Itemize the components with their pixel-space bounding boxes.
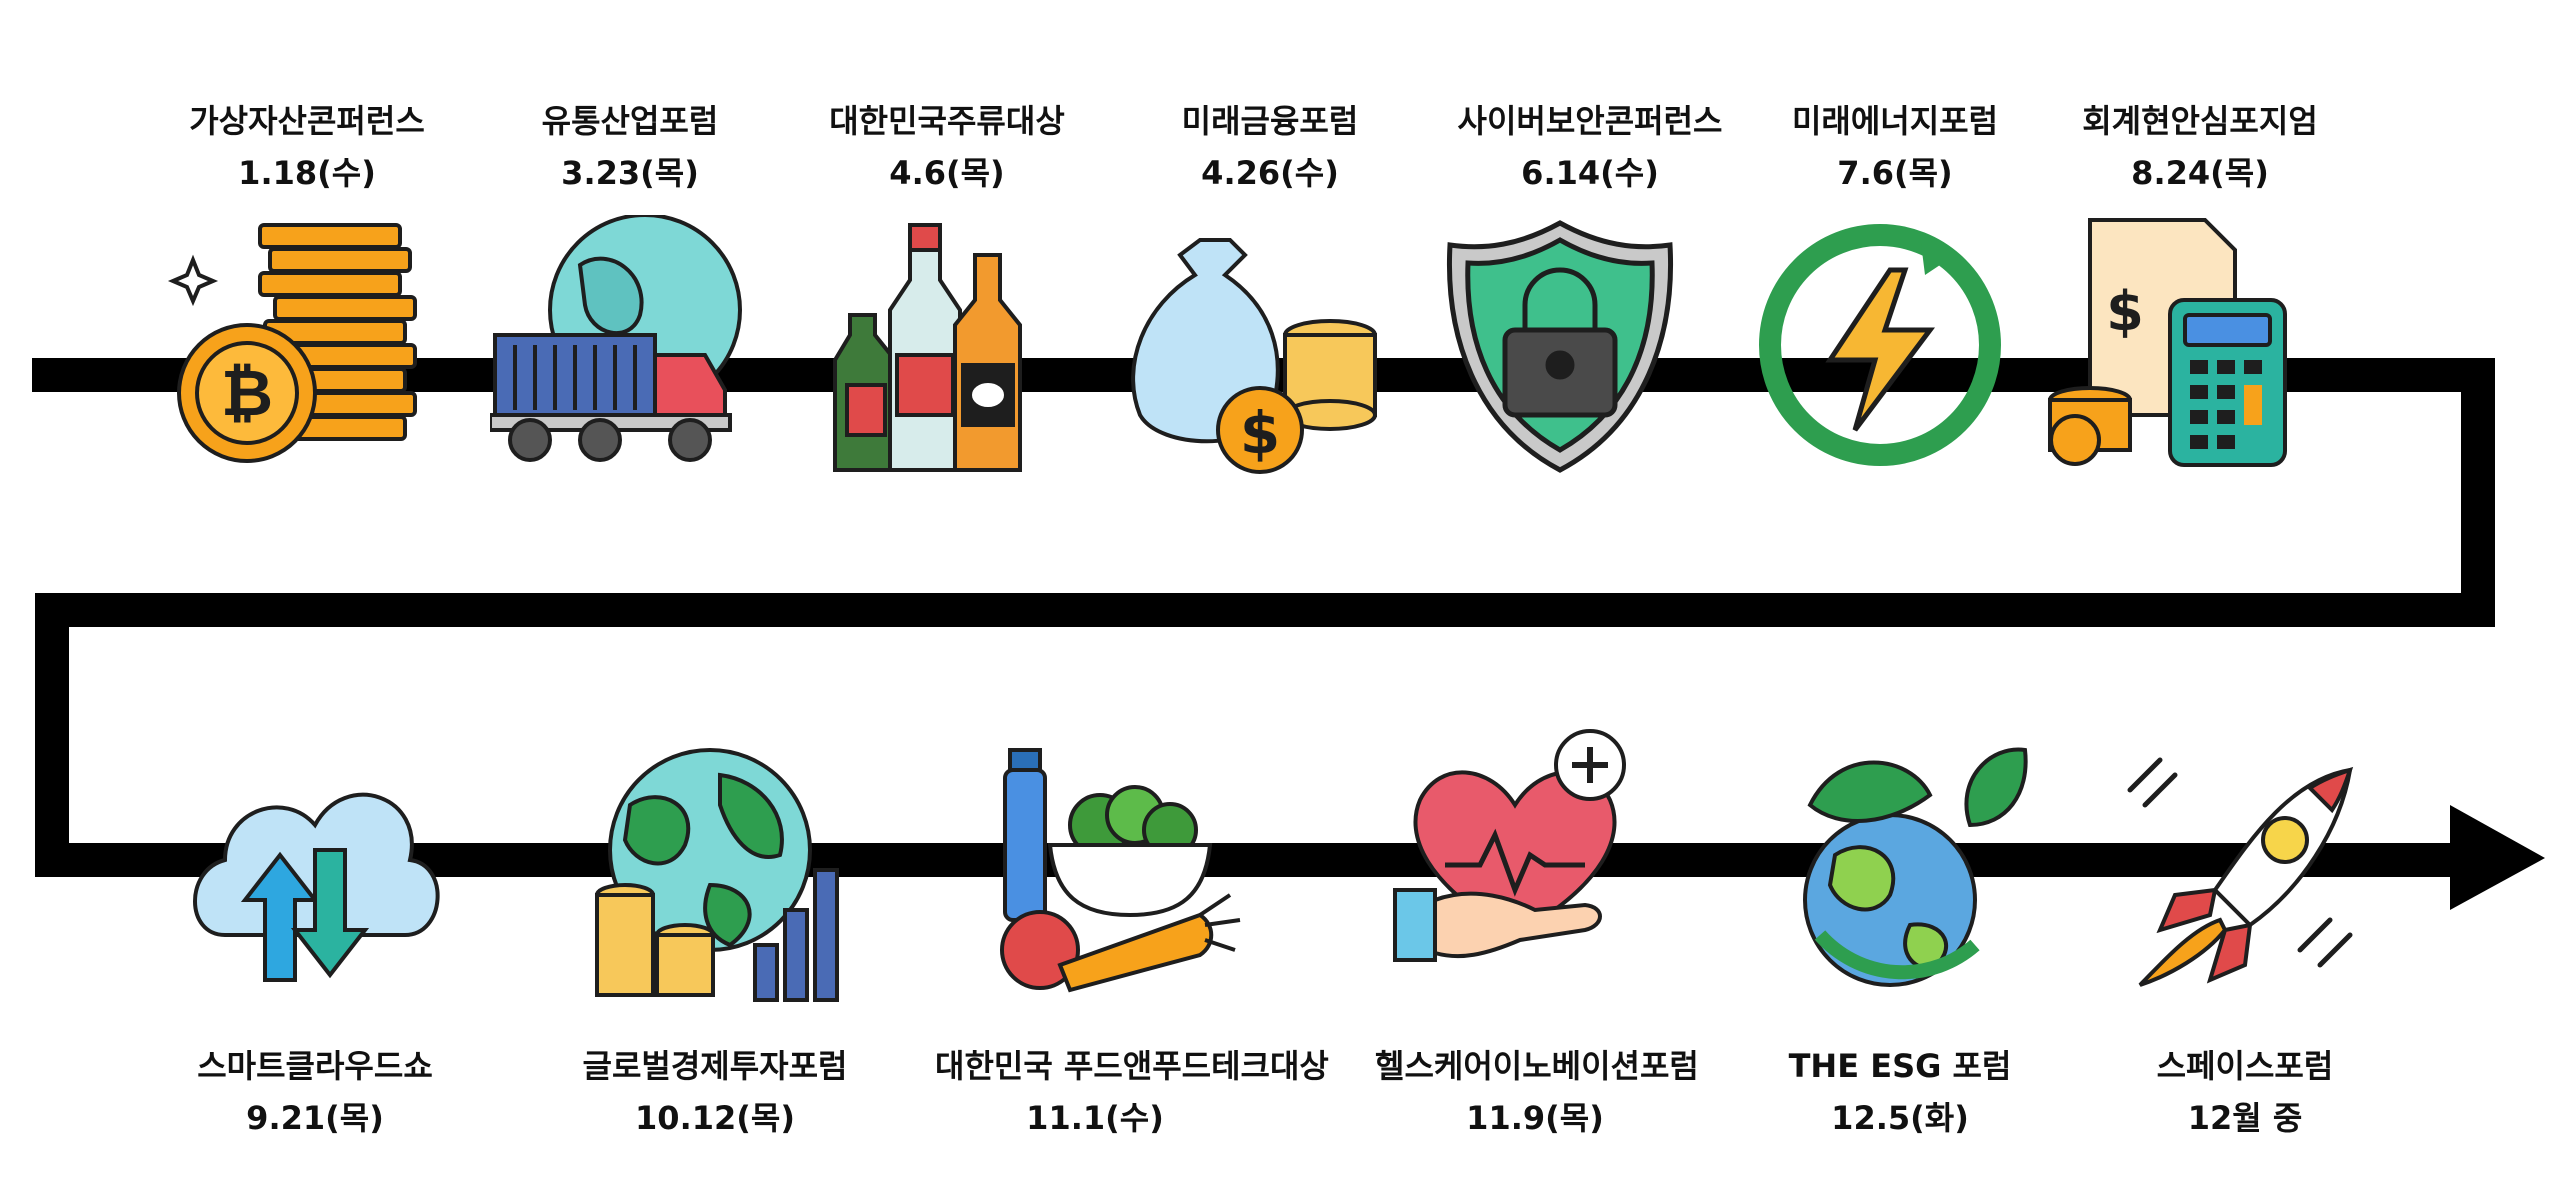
bitcoin-coins-icon: ₿ [165, 215, 425, 475]
calculator-invoice-icon: $ [2035, 215, 2295, 475]
svg-text:$: $ [2106, 280, 2144, 343]
event-item: THE ESG 포럼 12.5(화) [1740, 1040, 2060, 1144]
event-item: 회계현안심포지엄 8.24(목) [2040, 95, 2360, 199]
event-item: 미래에너지포럼 7.6(목) [1735, 95, 2055, 199]
event-title: THE ESG 포럼 [1788, 1047, 2012, 1085]
event-item: 대한민국주류대상 4.6(목) [787, 95, 1107, 199]
rocket-icon [2120, 740, 2380, 1000]
event-title: 대한민국주류대상 [829, 102, 1065, 140]
event-item: 사이버보안콘퍼런스 6.14(수) [1430, 95, 1750, 199]
event-date: 12월 중 [2187, 1099, 2303, 1137]
event-item: 미래금융포럼 4.26(수) [1110, 95, 1430, 199]
money-bag-icon: $ [1120, 215, 1380, 475]
event-title: 가상자산콘퍼런스 [189, 102, 425, 140]
liquor-bottles-icon [825, 215, 1085, 475]
event-date: 6.14(수) [1521, 154, 1659, 192]
event-item: 스페이스포럼 12월 중 [2085, 1040, 2405, 1144]
heart-care-icon [1385, 725, 1645, 985]
energy-bolt-icon [1750, 215, 2010, 475]
globe-growth-icon [590, 745, 850, 1005]
event-item: 스마트클라우드쇼 9.21(목) [155, 1040, 475, 1144]
event-date: 8.24(목) [2131, 154, 2269, 192]
event-title: 회계현안심포지엄 [2082, 102, 2318, 140]
event-title: 사이버보안콘퍼런스 [1457, 102, 1723, 140]
event-item: 유통산업포럼 3.23(목) [470, 95, 790, 199]
event-title: 대한민국 푸드앤푸드테크대상 [935, 1047, 1329, 1085]
track-arrowhead [2450, 805, 2545, 910]
event-item: 대한민국 푸드앤푸드테크대상 11.1(수) [935, 1040, 1329, 1144]
shield-lock-icon [1430, 215, 1690, 475]
event-date: 11.9(목) [1466, 1099, 1604, 1137]
food-basket-icon [990, 745, 1250, 1005]
event-title: 헬스케어이노베이션포럼 [1375, 1047, 1699, 1085]
event-title: 미래금융포럼 [1181, 102, 1359, 140]
svg-text:₿: ₿ [221, 357, 273, 431]
event-date: 10.12(목) [635, 1099, 795, 1137]
event-date: 7.6(목) [1837, 154, 1953, 192]
event-title: 글로벌경제투자포럼 [582, 1047, 848, 1085]
event-item: 가상자산콘퍼런스 1.18(수) [147, 95, 467, 199]
event-date: 11.1(수) [1026, 1099, 1164, 1137]
event-date: 4.26(수) [1201, 154, 1339, 192]
svg-text:$: $ [1240, 399, 1280, 467]
event-date: 4.6(목) [889, 154, 1005, 192]
event-date: 12.5(화) [1831, 1099, 1969, 1137]
event-date: 9.21(목) [246, 1099, 384, 1137]
event-item: 헬스케어이노베이션포럼 11.9(목) [1375, 1040, 1699, 1144]
eco-earth-icon [1780, 735, 2040, 995]
event-title: 유통산업포럼 [541, 102, 719, 140]
event-date: 3.23(목) [561, 154, 699, 192]
event-date: 1.18(수) [238, 154, 376, 192]
event-title: 스페이스포럼 [2156, 1047, 2334, 1085]
truck-globe-icon [490, 215, 750, 475]
event-item: 글로벌경제투자포럼 10.12(목) [555, 1040, 875, 1144]
event-title: 미래에너지포럼 [1791, 102, 1999, 140]
cloud-sync-icon [185, 750, 445, 1010]
event-title: 스마트클라우드쇼 [197, 1047, 433, 1085]
